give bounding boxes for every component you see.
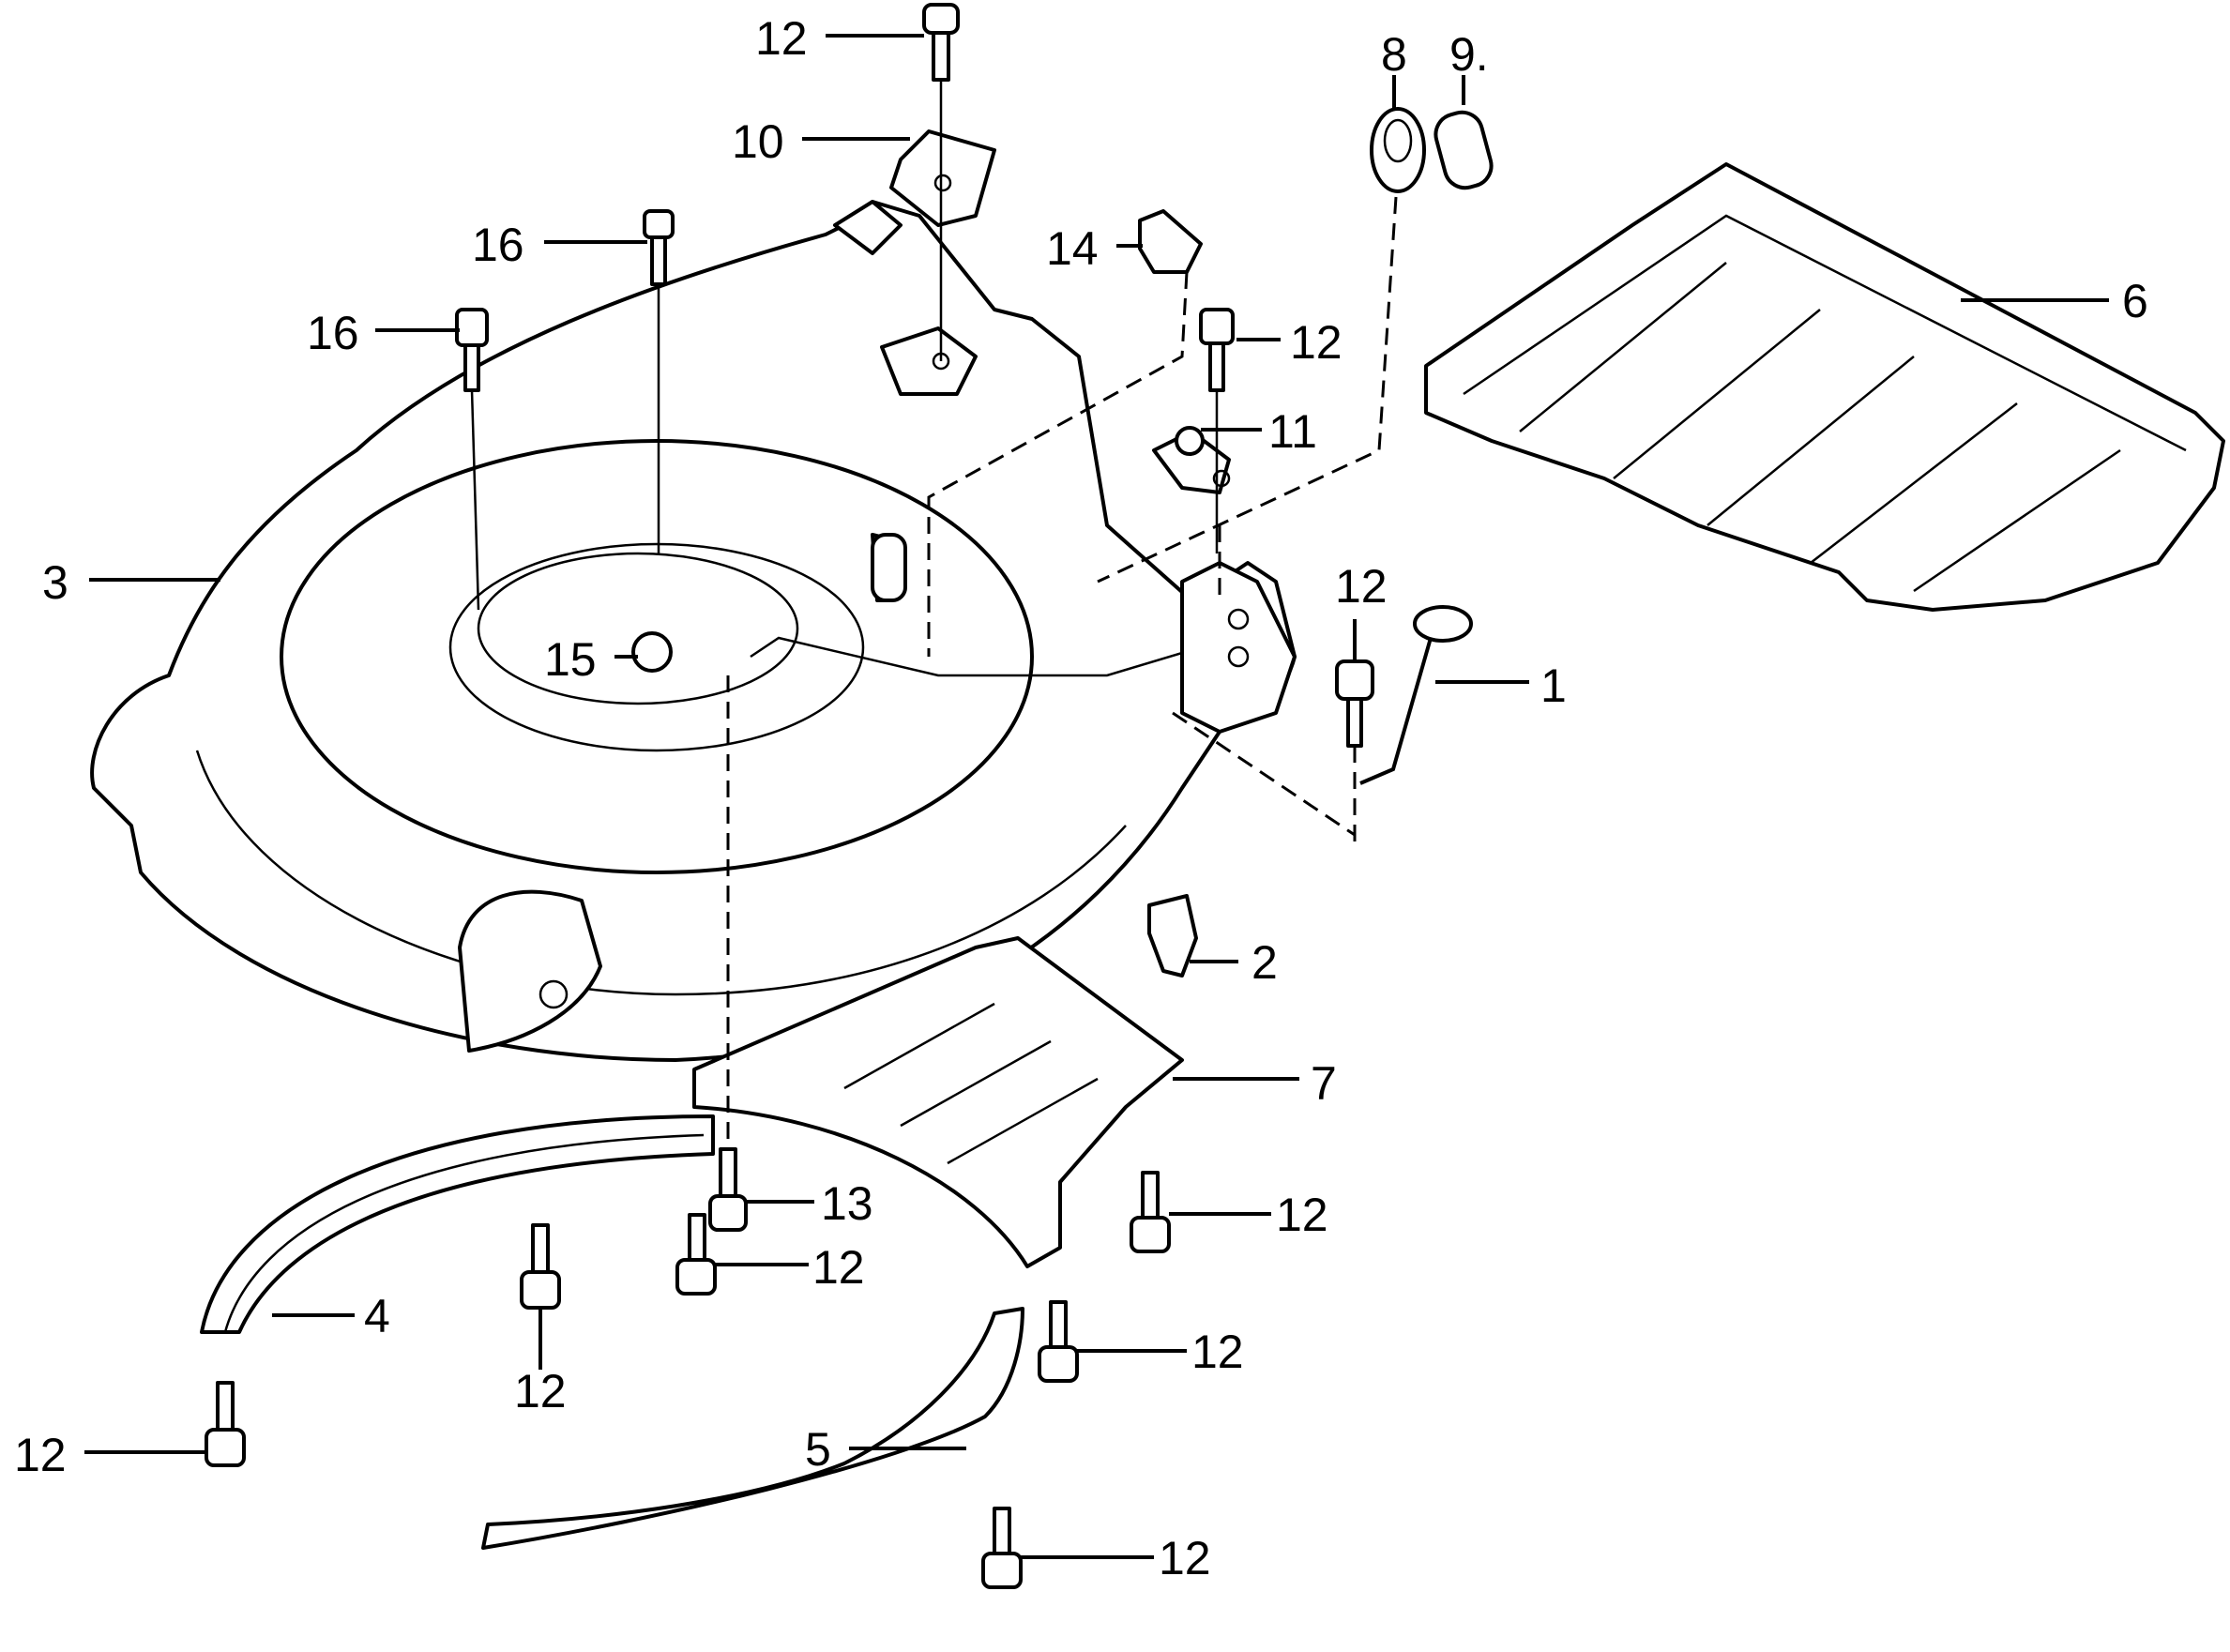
guide-lines	[470, 80, 1398, 1149]
bolt-icon	[1335, 659, 1374, 748]
bolt-icon	[675, 1213, 717, 1296]
part-8-grommet	[1370, 107, 1426, 193]
callout-10: 10	[732, 115, 784, 168]
callout-8: 8	[1381, 28, 1407, 81]
callout-12: 12	[1290, 316, 1343, 369]
bolt-icon	[981, 1507, 1023, 1589]
callout-1: 1	[1540, 659, 1567, 712]
callout-labels: 12 10 16 16 3 15 14 12 11 8 9. 6 12 1 2 …	[14, 12, 2148, 1584]
bolt-icon	[205, 1381, 246, 1467]
callout-11: 11	[1268, 405, 1317, 458]
callout-12: 12	[1276, 1189, 1328, 1241]
leader-lines	[84, 34, 2109, 1559]
callout-12: 12	[812, 1241, 865, 1294]
callout-16: 16	[472, 219, 524, 271]
part-7-guide-plate	[692, 936, 1184, 1268]
callout-12: 12	[514, 1365, 567, 1417]
callout-4: 4	[364, 1290, 390, 1342]
callout-12: 12	[1335, 560, 1388, 613]
callout-12: 12	[14, 1429, 67, 1481]
callout-12: 12	[755, 12, 808, 65]
callout-14: 14	[1046, 222, 1099, 275]
part-1-rod	[1359, 605, 1473, 785]
callout-2: 2	[1252, 936, 1278, 989]
part-5-rear-skirt	[481, 1307, 1024, 1550]
bolt-icon	[1130, 1171, 1171, 1253]
callout-16: 16	[307, 307, 359, 359]
callout-12: 12	[1191, 1326, 1244, 1378]
part-4-front-skirt	[200, 1114, 715, 1334]
bolt-icon	[643, 209, 675, 286]
callout-3: 3	[42, 556, 68, 609]
part-10-bracket	[889, 129, 996, 227]
callout-7: 7	[1311, 1057, 1337, 1110]
part-6-rear-shield	[1424, 162, 2225, 612]
bolt-icon	[708, 1147, 748, 1232]
bolts	[205, 3, 1374, 1589]
part-11-nut-plate	[1152, 426, 1231, 494]
part-9-cap	[1434, 110, 1494, 190]
part-2-clip	[1147, 894, 1198, 978]
bolt-icon	[1199, 308, 1235, 392]
bolt-icon	[631, 631, 673, 673]
callout-5: 5	[805, 1423, 831, 1476]
bolt-icon	[922, 3, 960, 82]
callout-6: 6	[2122, 275, 2148, 327]
part-14-clip	[1138, 209, 1203, 274]
callout-13: 13	[821, 1177, 873, 1230]
bolt-icon	[455, 308, 489, 392]
callout-12: 12	[1159, 1532, 1211, 1584]
callout-9: 9.	[1449, 28, 1489, 81]
part-3-deck-housing	[90, 200, 1297, 1062]
bolt-icon	[520, 1223, 561, 1310]
bolt-icon	[1038, 1300, 1079, 1383]
callout-15: 15	[544, 633, 597, 686]
